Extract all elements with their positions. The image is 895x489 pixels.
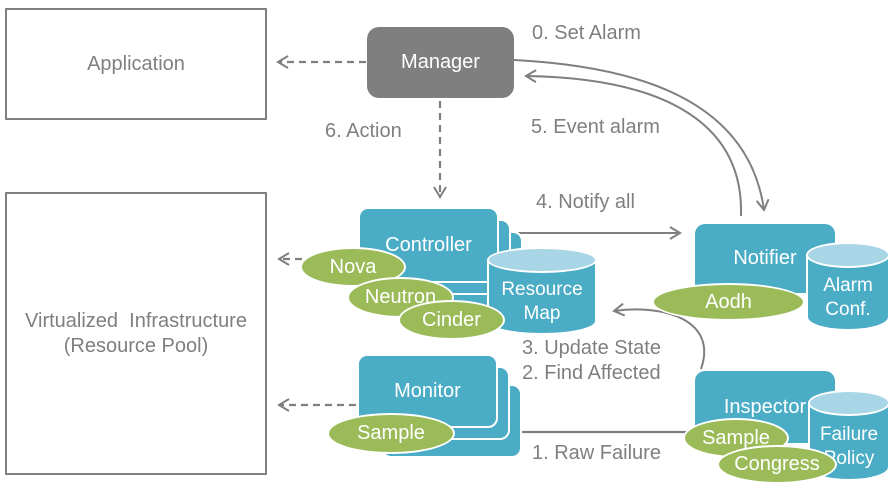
monitor-sample-ellipse: Sample: [327, 413, 455, 454]
aodh-label: Aodh: [705, 290, 752, 313]
virtualized-infrastructure-box: Virtualized Infrastructure (Resource Poo…: [5, 192, 267, 475]
manager-box: Manager: [367, 27, 514, 98]
neutron-label: Neutron: [364, 286, 437, 308]
find-affected-label: 2. Find Affected: [522, 362, 661, 384]
inspector-sample-label: Sample: [702, 426, 770, 449]
nova-label: Nova: [329, 255, 377, 278]
event-alarm-label: 5. Event alarm: [531, 116, 660, 138]
notifier-label: Notifier: [733, 247, 797, 269]
failure-policy-cylinder: Failure Policy: [808, 390, 890, 481]
monitor-label: Monitor: [394, 379, 461, 402]
congress-label: Congress: [734, 453, 820, 475]
find-affected-arrow: [612, 302, 706, 370]
resource-map-label: Resource Map: [501, 279, 583, 324]
monitor-box: Monitor: [357, 354, 498, 428]
congress-ellipse: Congress: [717, 445, 837, 484]
virtualized-infrastructure-label-line1: Virtualized Infrastructure: [25, 309, 247, 332]
alarm-conf-label: Alarm Conf.: [823, 274, 873, 320]
set-alarm-arrow: [513, 59, 770, 212]
cinder-label: Cinder: [422, 308, 481, 331]
resource-map-cylinder: Resource Map: [487, 247, 597, 335]
controller-label: Controller: [385, 233, 472, 256]
action-label: 6. Action: [325, 120, 402, 142]
aodh-ellipse: Aodh: [652, 283, 805, 321]
notify-all-label: 4. Notify all: [536, 191, 635, 213]
alarm-conf-cylinder-top: [806, 242, 890, 268]
monitor-sample-label: Sample: [357, 422, 425, 444]
raw-failure-label: 1. Raw Failure: [532, 442, 661, 464]
application-box: Application: [5, 8, 267, 120]
application-label: Application: [87, 52, 185, 75]
inspector-label: Inspector: [723, 395, 807, 418]
resource-map-cylinder-top: [487, 247, 597, 273]
alarm-conf-cylinder: Alarm Conf.: [806, 242, 890, 331]
virtualized-infrastructure-label-line2: (Resource Pool): [63, 334, 209, 357]
set-alarm-label: 0. Set Alarm: [532, 22, 641, 44]
cinder-ellipse: Cinder: [398, 300, 505, 340]
update-state-label: 3. Update State: [522, 337, 661, 359]
event-alarm-arrow: [524, 69, 743, 217]
manager-label: Manager: [401, 51, 480, 73]
failure-policy-cylinder-top: [808, 390, 890, 416]
